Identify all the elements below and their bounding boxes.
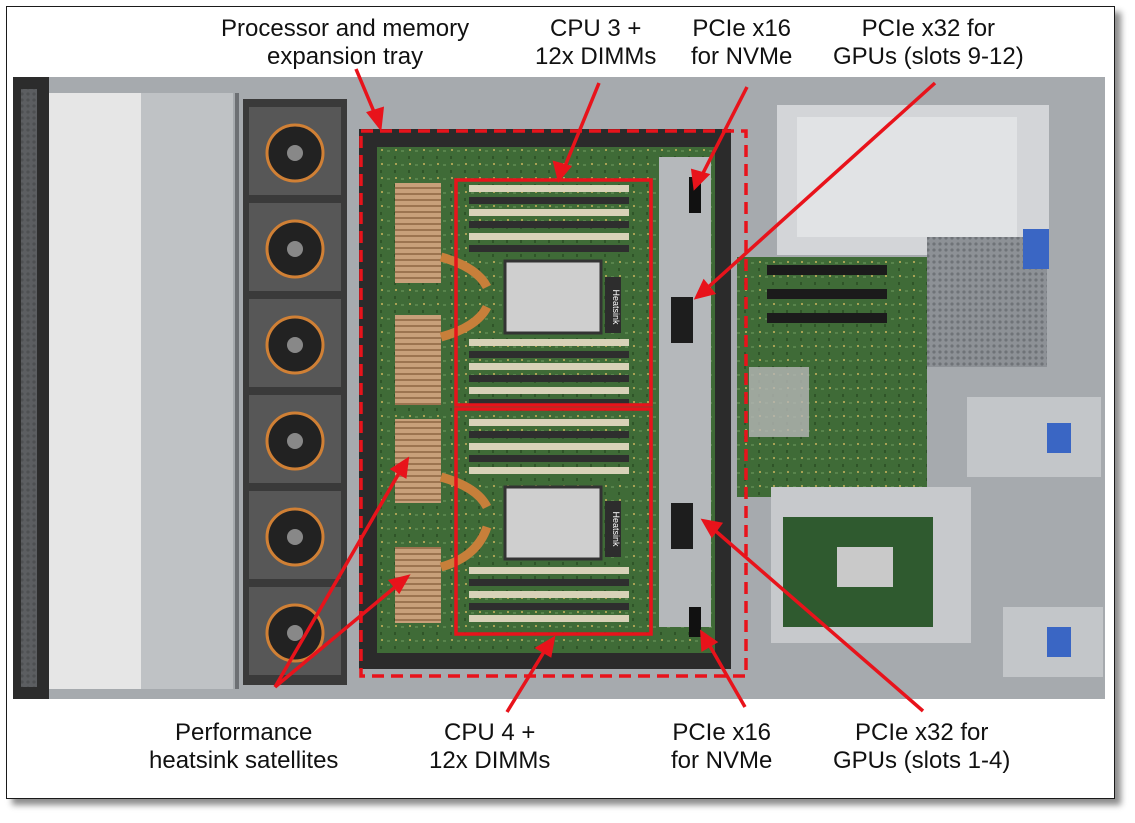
fan-module (249, 299, 341, 387)
fan-bank (243, 99, 347, 685)
label-pcie16-bottom: PCIe x16 for NVMe (671, 719, 773, 774)
label-heatsink-satellites: Performance heatsink satellites (149, 719, 339, 774)
fan-module (249, 395, 341, 483)
server-photo: Heatsink Heatsink (13, 68, 1105, 713)
callout-cpu3 (561, 82, 601, 172)
label-pcie16-top: PCIe x16 for NVMe (691, 15, 793, 70)
system-board (737, 105, 1103, 677)
callout-pcie32-top (702, 81, 937, 293)
heatsink-label-top: Heatsink (611, 289, 621, 325)
callout-heatsink-2 (273, 581, 402, 689)
fan-module (249, 107, 341, 195)
figure-frame: Heatsink Heatsink (6, 6, 1115, 799)
label-cpu4-dimms: CPU 4 + 12x DIMMs (429, 719, 551, 774)
dimm-bank-cpu4 (469, 419, 629, 622)
processor-tray: Heatsink Heatsink (359, 129, 731, 669)
cpu3-socket (503, 259, 603, 335)
dimm-bank-cpu3 (469, 185, 629, 404)
heatsink-satellite (395, 183, 441, 283)
fan-module (249, 491, 341, 579)
cpu4-box (454, 407, 653, 636)
callout-pcie16-top (698, 86, 749, 180)
heatsink-label-bottom: Heatsink (611, 511, 621, 547)
drive-bay-cover (49, 93, 141, 689)
heatsink-satellite (395, 315, 441, 405)
heatsink-satellite (395, 419, 441, 503)
fan-module (249, 203, 341, 291)
callout-heatsink-1 (273, 467, 404, 688)
callout-pcie32-bottom (709, 525, 925, 713)
cpu3-box (454, 178, 653, 407)
label-cpu3-dimms: CPU 3 + 12x DIMMs (535, 15, 657, 70)
label-pcie32-top: PCIe x32 for GPUs (slots 9-12) (833, 15, 1024, 70)
tray-outline (359, 129, 748, 678)
label-processor-memory-tray: Processor and memory expansion tray (221, 15, 470, 70)
callout-pcie16-bottom (705, 640, 747, 708)
cpu4-socket (503, 485, 603, 561)
label-pcie32-bottom: PCIe x32 for GPUs (slots 1-4) (833, 719, 1011, 774)
callout-cpu4 (505, 646, 549, 713)
